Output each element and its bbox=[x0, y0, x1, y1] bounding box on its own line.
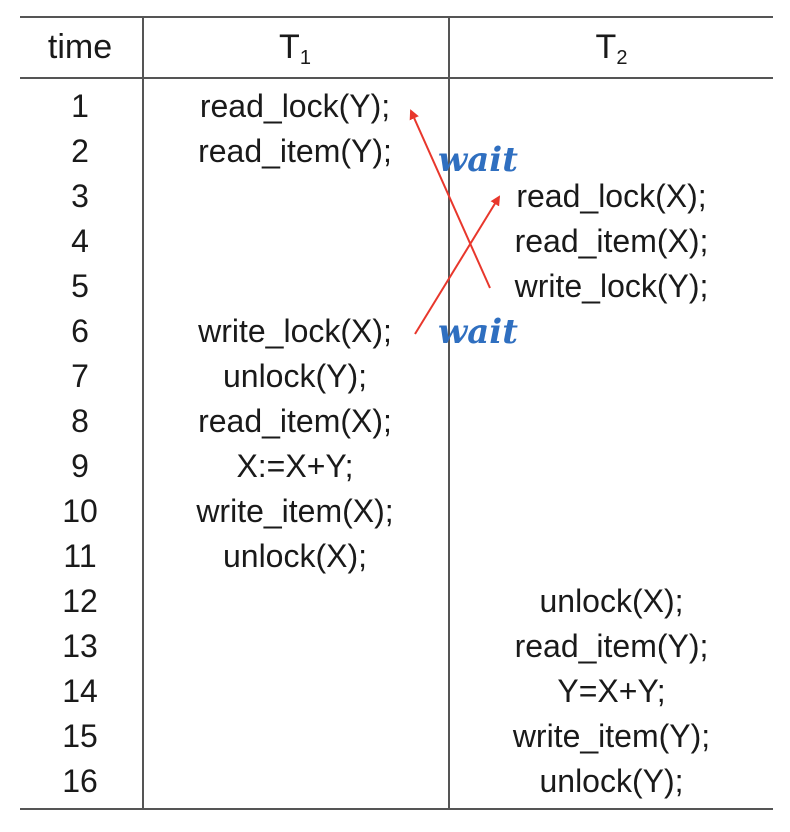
arrow-t2-write-lock-y-to-t1-read-lock-y bbox=[409, 109, 491, 289]
t1-operation-cell: unlock(X); bbox=[222, 538, 368, 574]
header-t2-label: T bbox=[595, 28, 617, 66]
wait-label-2: wait bbox=[438, 312, 518, 352]
t2-operation-cell: read_lock(X); bbox=[516, 178, 707, 214]
time-cell: 13 bbox=[62, 628, 98, 664]
time-cell: 9 bbox=[71, 448, 89, 484]
column-divider-time bbox=[142, 16, 144, 810]
time-cell: 6 bbox=[71, 313, 89, 349]
table-top-border bbox=[20, 16, 773, 18]
time-cell: 14 bbox=[62, 673, 98, 709]
t2-operation-cell: read_item(X); bbox=[514, 223, 709, 259]
time-cell: 16 bbox=[62, 763, 98, 799]
header-time: time bbox=[47, 28, 113, 66]
time-cell: 1 bbox=[71, 88, 89, 124]
t1-operation-cell: read_item(Y); bbox=[198, 133, 392, 169]
header-t2-subscript: 2 bbox=[616, 47, 628, 69]
time-cell: 12 bbox=[62, 583, 98, 619]
header-t1-label: T bbox=[279, 28, 300, 66]
header-t1: T1 bbox=[145, 22, 445, 72]
t2-operation-cell: unlock(Y); bbox=[539, 763, 684, 799]
t1-operation-cell: write_lock(X); bbox=[198, 313, 392, 349]
header-divider bbox=[20, 77, 773, 79]
t1-operation-cell: read_item(X); bbox=[198, 403, 392, 439]
time-cell: 15 bbox=[62, 718, 98, 754]
t2-operation-cell: Y=X+Y; bbox=[557, 673, 666, 709]
time-cell: 11 bbox=[63, 538, 97, 574]
wait-label-1: wait bbox=[438, 140, 518, 180]
time-cell: 3 bbox=[71, 178, 89, 214]
time-cell: 10 bbox=[62, 493, 98, 529]
time-cell: 4 bbox=[71, 223, 89, 259]
t1-operation-cell: write_item(X); bbox=[196, 493, 394, 529]
time-cell: 8 bbox=[71, 403, 89, 439]
time-cell: 5 bbox=[71, 268, 89, 304]
t2-operation-cell: write_item(Y); bbox=[512, 718, 711, 754]
column-divider-t1 bbox=[448, 16, 450, 810]
t2-operation-cell: read_item(Y); bbox=[514, 628, 709, 664]
time-cell: 7 bbox=[71, 358, 89, 394]
header-t1-subscript: 1 bbox=[299, 47, 311, 69]
t1-operation-cell: unlock(Y); bbox=[222, 358, 368, 394]
t2-operation-cell: write_lock(Y); bbox=[514, 268, 709, 304]
time-cell: 2 bbox=[71, 133, 89, 169]
table-bottom-border bbox=[20, 808, 773, 810]
t1-operation-cell: read_lock(Y); bbox=[199, 88, 391, 124]
header-t2: T2 bbox=[450, 22, 773, 72]
t1-operation-cell: X:=X+Y; bbox=[236, 448, 354, 484]
arrow-t1-write-lock-x-to-t2-read-lock-x bbox=[414, 195, 501, 335]
t2-operation-cell: unlock(X); bbox=[539, 583, 684, 619]
